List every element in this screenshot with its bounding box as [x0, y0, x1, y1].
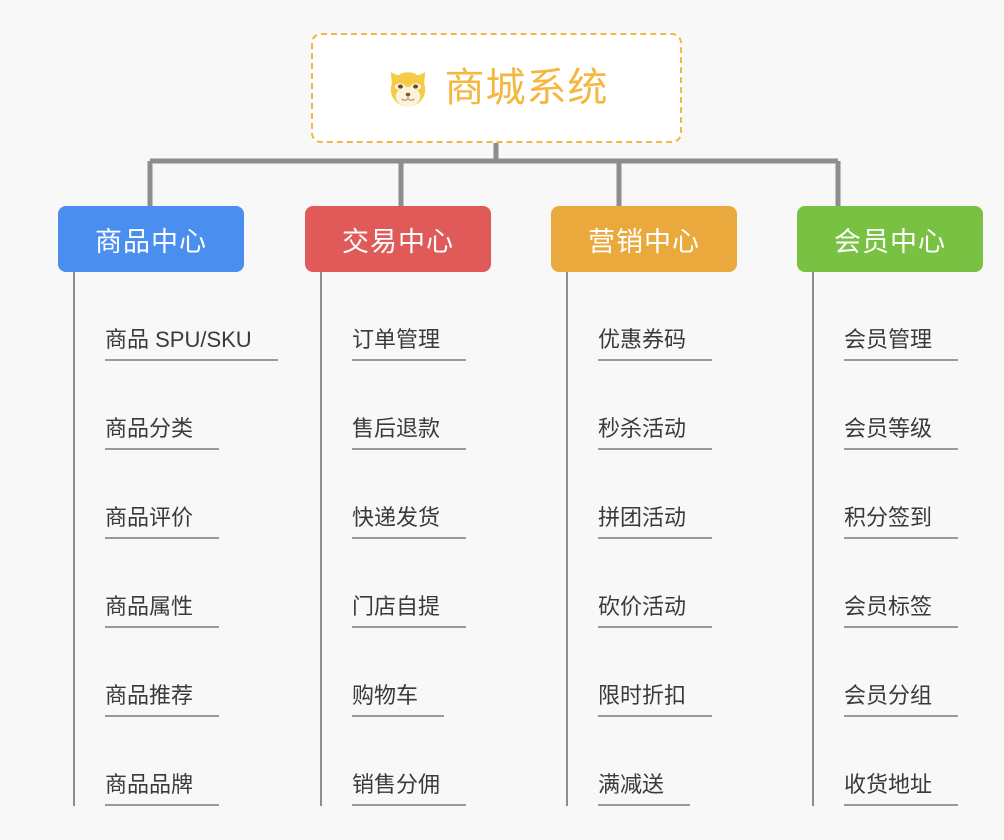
leaf-label: 商品品牌 — [105, 772, 220, 806]
leaf-item[interactable]: 商品评价 — [73, 450, 277, 539]
leaf-label: 优惠券码 — [598, 327, 713, 361]
leaf-item[interactable]: 限时折扣 — [566, 628, 770, 717]
branch-column-0: 商品中心 商品 SPU/SKU 商品分类 商品评价 商品属性 商品推荐 商品品牌 — [58, 206, 278, 806]
leaf-label: 满减送 — [598, 772, 691, 806]
leaf-label: 收货地址 — [844, 772, 959, 806]
category-label-0: 商品中心 — [95, 226, 207, 257]
leaf-spine-0 — [73, 272, 75, 806]
leaf-item[interactable]: 商品 SPU/SKU — [73, 272, 278, 361]
leaf-item[interactable]: 快递发货 — [320, 450, 524, 539]
leaf-spine-1 — [320, 272, 322, 806]
leaf-item[interactable]: 积分签到 — [812, 450, 1004, 539]
leaf-item[interactable]: 会员分组 — [812, 628, 1004, 717]
category-label-2: 营销中心 — [588, 226, 700, 257]
leaf-label: 会员等级 — [844, 416, 959, 450]
leaf-item[interactable]: 会员等级 — [812, 361, 1004, 450]
leaf-item[interactable]: 砍价活动 — [566, 539, 770, 628]
leaf-item[interactable]: 拼团活动 — [566, 450, 770, 539]
leaf-label: 限时折扣 — [598, 683, 713, 717]
leaf-list-2: 优惠券码 秒杀活动 拼团活动 砍价活动 限时折扣 满减送 — [551, 272, 770, 806]
leaf-label: 商品评价 — [105, 505, 220, 539]
root-title: 商城系统 — [444, 66, 609, 110]
leaf-item[interactable]: 会员标签 — [812, 539, 1004, 628]
leaf-label: 订单管理 — [352, 327, 467, 361]
branch-columns: 商品中心 商品 SPU/SKU 商品分类 商品评价 商品属性 商品推荐 商品品牌… — [0, 206, 1004, 806]
leaf-label: 购物车 — [352, 683, 445, 717]
leaf-item[interactable]: 商品属性 — [73, 539, 277, 628]
leaf-item[interactable]: 销售分佣 — [320, 717, 524, 806]
category-box-3[interactable]: 会员中心 — [797, 206, 983, 272]
leaf-list-1: 订单管理 售后退款 快递发货 门店自提 购物车 销售分佣 — [305, 272, 524, 806]
leaf-label: 积分签到 — [844, 505, 959, 539]
category-box-2[interactable]: 营销中心 — [551, 206, 737, 272]
leaf-item[interactable]: 商品推荐 — [73, 628, 277, 717]
leaf-label: 秒杀活动 — [598, 416, 713, 450]
leaf-label: 售后退款 — [352, 416, 467, 450]
leaf-label: 快递发货 — [352, 505, 467, 539]
leaf-label: 商品属性 — [105, 594, 220, 628]
leaf-label: 会员分组 — [844, 683, 959, 717]
branch-column-3: 会员中心 会员管理 会员等级 积分签到 会员标签 会员分组 收货地址 — [797, 206, 1004, 806]
leaf-list-3: 会员管理 会员等级 积分签到 会员标签 会员分组 收货地址 — [797, 272, 1004, 806]
leaf-label: 砍价活动 — [598, 594, 713, 628]
leaf-label: 商品 SPU/SKU — [105, 327, 278, 361]
leaf-item[interactable]: 售后退款 — [320, 361, 524, 450]
category-label-1: 交易中心 — [342, 226, 454, 257]
leaf-spine-3 — [812, 272, 814, 806]
category-box-1[interactable]: 交易中心 — [305, 206, 491, 272]
leaf-item[interactable]: 优惠券码 — [566, 272, 770, 361]
leaf-label: 商品分类 — [105, 416, 220, 450]
leaf-item[interactable]: 收货地址 — [812, 717, 1004, 806]
leaf-item[interactable]: 会员管理 — [812, 272, 1004, 361]
leaf-item[interactable]: 商品分类 — [73, 361, 277, 450]
branch-column-2: 营销中心 优惠券码 秒杀活动 拼团活动 砍价活动 限时折扣 满减送 — [551, 206, 770, 806]
leaf-item[interactable]: 秒杀活动 — [566, 361, 770, 450]
leaf-item[interactable]: 购物车 — [320, 628, 524, 717]
leaf-label: 会员标签 — [844, 594, 959, 628]
leaf-label: 销售分佣 — [352, 772, 467, 806]
leaf-label: 拼团活动 — [598, 505, 713, 539]
leaf-item[interactable]: 订单管理 — [320, 272, 524, 361]
leaf-label: 商品推荐 — [105, 683, 220, 717]
shiba-dog-face-icon — [390, 72, 425, 107]
category-box-0[interactable]: 商品中心 — [58, 206, 244, 272]
leaf-item[interactable]: 门店自提 — [320, 539, 524, 628]
leaf-label: 门店自提 — [352, 594, 467, 628]
leaf-item[interactable]: 商品品牌 — [73, 717, 277, 806]
category-label-3: 会员中心 — [834, 226, 946, 257]
leaf-spine-2 — [566, 272, 568, 806]
leaf-list-0: 商品 SPU/SKU 商品分类 商品评价 商品属性 商品推荐 商品品牌 — [58, 272, 278, 806]
leaf-item[interactable]: 满减送 — [566, 717, 770, 806]
branch-column-1: 交易中心 订单管理 售后退款 快递发货 门店自提 购物车 销售分佣 — [305, 206, 524, 806]
root-node[interactable]: 商城系统 — [311, 33, 682, 143]
leaf-label: 会员管理 — [844, 327, 959, 361]
